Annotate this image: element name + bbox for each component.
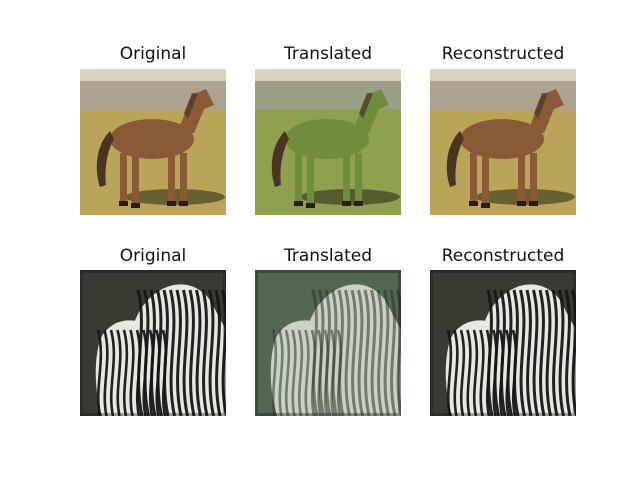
panel-title: Original [119, 44, 187, 64]
horse-reconstructed-image [430, 69, 576, 215]
zebra-reconstructed-image [430, 270, 576, 416]
panel-title: Original [119, 246, 187, 266]
panel-title: Reconstructed [441, 44, 565, 64]
zebra-original-image [80, 270, 226, 416]
horse-original-image [80, 69, 226, 215]
panel-title: Translated [284, 246, 372, 266]
zebra-icon [80, 270, 226, 416]
zebra-icon [430, 270, 576, 416]
zebra-translated-image [255, 270, 401, 416]
panel-title: Translated [284, 44, 372, 64]
horse-icon [80, 69, 226, 215]
horse-icon [255, 69, 401, 215]
horse-icon [430, 69, 576, 215]
zebra-icon [255, 270, 401, 416]
horse-translated-image [255, 69, 401, 215]
panel-title: Reconstructed [441, 246, 565, 266]
